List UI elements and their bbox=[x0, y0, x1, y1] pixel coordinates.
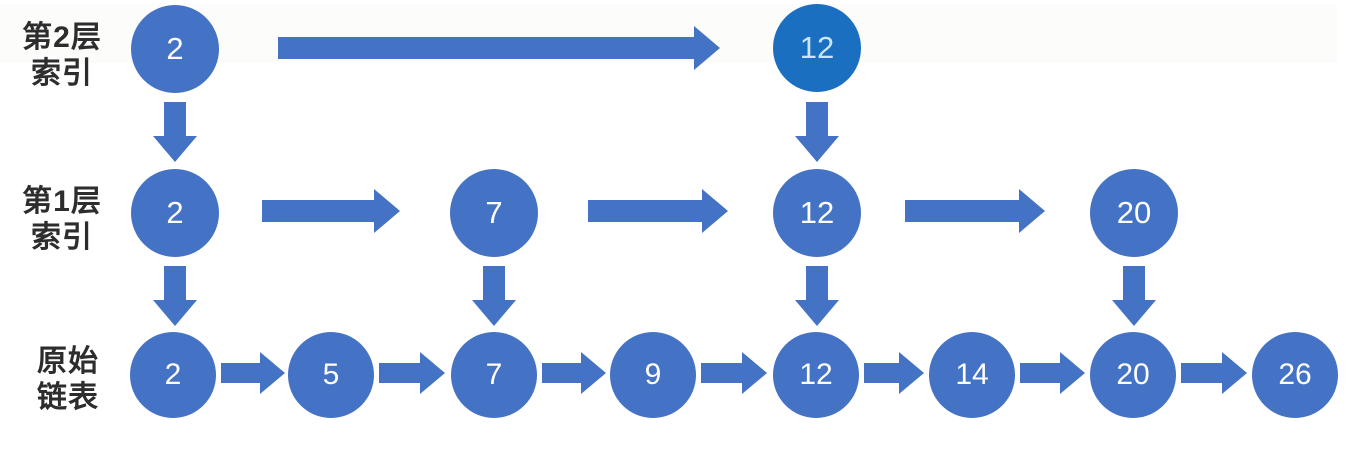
arrow-head bbox=[153, 300, 197, 326]
arrow-body bbox=[221, 363, 260, 383]
arrow-head bbox=[1060, 352, 1085, 394]
list-node-5: 5 bbox=[288, 332, 374, 418]
list-node-12: 12 bbox=[773, 332, 859, 418]
arrow-head bbox=[795, 300, 839, 326]
level2-index-node-12-highlighted: 12 bbox=[773, 4, 861, 92]
level1-index-node-12: 12 bbox=[773, 169, 861, 257]
row-label-line: 原始 bbox=[37, 345, 99, 378]
arrow-head bbox=[742, 352, 767, 394]
arrow-head bbox=[1112, 300, 1156, 326]
arrow-head bbox=[694, 26, 720, 70]
arrow-head bbox=[420, 352, 445, 394]
right-arrow-icon bbox=[221, 352, 285, 394]
arrow-body bbox=[588, 200, 702, 222]
arrow-body bbox=[262, 200, 374, 222]
row-label-line: 链表 bbox=[37, 381, 99, 414]
list-node-26: 26 bbox=[1252, 332, 1338, 418]
arrow-head bbox=[581, 352, 606, 394]
level1-index-node-2: 2 bbox=[131, 169, 219, 257]
right-arrow-icon bbox=[1181, 352, 1247, 394]
arrow-body bbox=[701, 363, 742, 383]
arrow-head bbox=[472, 300, 516, 326]
row-label-line: 索引 bbox=[31, 57, 93, 90]
arrow-head bbox=[899, 352, 924, 394]
list-node-14: 14 bbox=[929, 332, 1015, 418]
arrow-body bbox=[278, 37, 694, 59]
arrow-body bbox=[1181, 363, 1222, 383]
arrow-body bbox=[806, 102, 828, 136]
arrow-head bbox=[702, 189, 728, 233]
row-label-line: 索引 bbox=[31, 221, 93, 254]
down-arrow-icon bbox=[795, 266, 839, 326]
row-label-line: 第1层 bbox=[22, 185, 102, 218]
right-arrow-icon bbox=[701, 352, 767, 394]
row-label-level2-index: 第2层 索引 bbox=[6, 20, 118, 92]
level1-index-node-20: 20 bbox=[1090, 169, 1178, 257]
arrow-body bbox=[542, 363, 581, 383]
level2-index-node-2: 2 bbox=[131, 5, 219, 93]
arrow-body bbox=[905, 200, 1019, 222]
down-arrow-icon bbox=[153, 266, 197, 326]
list-node-9: 9 bbox=[610, 332, 696, 418]
down-arrow-icon bbox=[472, 266, 516, 326]
right-arrow-icon bbox=[278, 26, 720, 70]
arrow-body bbox=[806, 266, 828, 300]
right-arrow-icon bbox=[262, 189, 400, 233]
arrow-body bbox=[164, 102, 186, 136]
arrow-head bbox=[1222, 352, 1247, 394]
arrow-body bbox=[1020, 363, 1060, 383]
arrow-head bbox=[374, 189, 400, 233]
arrow-body bbox=[483, 266, 505, 300]
right-arrow-icon bbox=[864, 352, 924, 394]
arrow-head bbox=[795, 136, 839, 162]
down-arrow-icon bbox=[795, 102, 839, 162]
arrow-body bbox=[1123, 266, 1145, 300]
list-node-7: 7 bbox=[451, 332, 537, 418]
arrow-head bbox=[1019, 189, 1045, 233]
down-arrow-icon bbox=[153, 102, 197, 162]
right-arrow-icon bbox=[588, 189, 728, 233]
row-label-original-list: 原始 链表 bbox=[12, 344, 124, 416]
list-node-20: 20 bbox=[1090, 332, 1176, 418]
down-arrow-icon bbox=[1112, 266, 1156, 326]
arrow-body bbox=[164, 266, 186, 300]
right-arrow-icon bbox=[1020, 352, 1085, 394]
arrow-body bbox=[379, 363, 420, 383]
right-arrow-icon bbox=[542, 352, 606, 394]
list-node-2: 2 bbox=[130, 332, 216, 418]
level1-index-node-7: 7 bbox=[450, 169, 538, 257]
right-arrow-icon bbox=[905, 189, 1045, 233]
row-label-line: 第2层 bbox=[22, 21, 102, 54]
arrow-head bbox=[153, 136, 197, 162]
right-arrow-icon bbox=[379, 352, 445, 394]
arrow-head bbox=[260, 352, 285, 394]
row-label-level1-index: 第1层 索引 bbox=[6, 184, 118, 256]
arrow-body bbox=[864, 363, 899, 383]
